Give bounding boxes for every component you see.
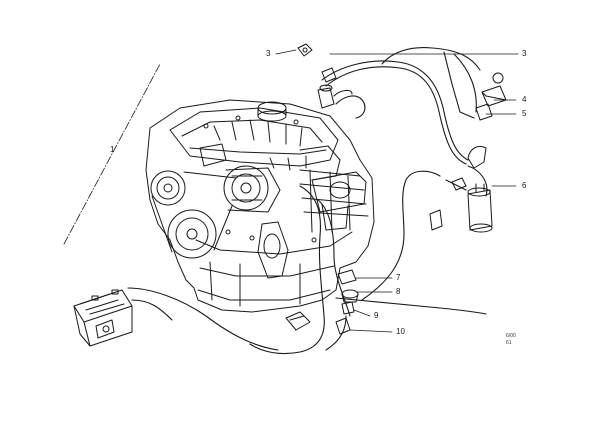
callout-number-3-right: 3: [522, 49, 527, 58]
callout-number-7: 7: [396, 273, 401, 282]
callout-number-5: 5: [522, 109, 527, 118]
ignition-lead-boot: [467, 145, 487, 169]
wiring-harness: [127, 47, 488, 355]
battery: [73, 289, 133, 347]
callout-number-4: 4: [522, 95, 527, 104]
connector-part-5: [475, 103, 493, 121]
connector-part-7: [337, 269, 357, 285]
callout-number-8: 8: [396, 287, 401, 296]
ignition-coil-part-6: [451, 177, 493, 233]
callout-number-10: 10: [396, 327, 405, 336]
engine-block: [145, 84, 375, 313]
callout-leaders: [275, 49, 519, 333]
drawing-code-line-1: 6/00: [506, 333, 516, 339]
cable-clamp: [285, 311, 311, 331]
clip-part-3: [297, 43, 313, 57]
callout-number-6: 6: [522, 181, 527, 190]
callout-1-leader: [63, 63, 161, 245]
callout-number-3-left: 3: [266, 49, 271, 58]
callout-number-9: 9: [374, 311, 379, 320]
harness-plug: [321, 67, 337, 83]
relay-part-4: [481, 72, 507, 107]
bracket: [429, 209, 443, 231]
drawing-code-line-2: 61: [506, 340, 512, 346]
grommet-part-9: [341, 301, 355, 315]
callout-number-1: 1: [110, 145, 115, 154]
